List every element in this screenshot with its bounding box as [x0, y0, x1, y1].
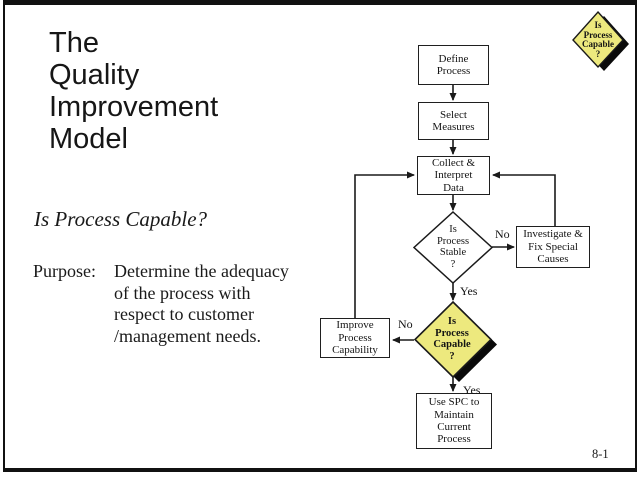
- corner-badge-text: Is Process Capable ?: [581, 20, 614, 59]
- node-is-process-capable-text: Is Process Capable ?: [433, 316, 471, 362]
- slide-subtitle: Is Process Capable?: [34, 207, 208, 231]
- edge-investigate-collect: [492, 171, 556, 226]
- purpose-text: Determine the adequacy of the process wi…: [114, 261, 289, 346]
- node-select-measures: Select Measures: [418, 102, 489, 140]
- capable-decision-shape: [413, 300, 493, 379]
- slide-border: [3, 0, 637, 472]
- node-improve-process-capability: Improve Process Capability: [320, 318, 390, 358]
- purpose-block: Purpose: Determine the adequacy of the p…: [33, 261, 289, 347]
- stable-decision-shape: [412, 210, 494, 285]
- corner-badge-shape: [572, 10, 624, 69]
- purpose-label: Purpose:: [33, 261, 96, 281]
- label-capable-no: No: [398, 317, 413, 331]
- label-capable-yes: Yes: [463, 383, 481, 397]
- node-collect-interpret-data: Collect & Interpret Data: [417, 156, 490, 195]
- edge-improve-collect: [354, 171, 415, 318]
- node-use-spc-maintain: Use SPC to Maintain Current Process: [416, 393, 492, 449]
- label-stable-yes: Yes: [460, 284, 478, 298]
- node-investigate-fix-causes: Investigate & Fix Special Causes: [516, 226, 590, 268]
- node-is-process-stable-text: Is Process Stable ?: [436, 224, 470, 270]
- page-number: 8-1: [592, 447, 609, 461]
- label-stable-no: No: [495, 227, 510, 241]
- page-title: The Quality Improvement Model: [49, 27, 219, 155]
- node-define-process: Define Process: [418, 45, 489, 85]
